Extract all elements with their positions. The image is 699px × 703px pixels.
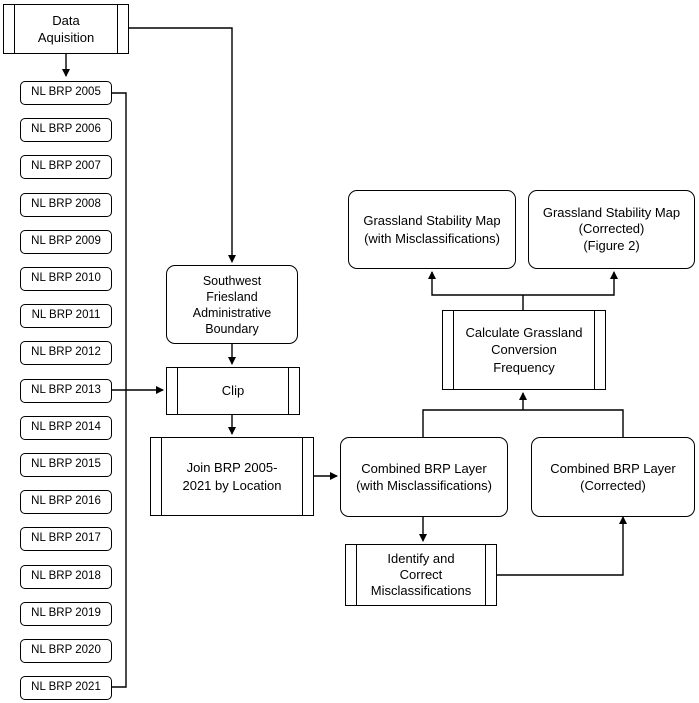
- brp-year-item: NL BRP 2013: [20, 379, 112, 403]
- map-misclass-label: Grassland Stability Map (with Misclassif…: [363, 213, 501, 246]
- arrow-identify-to-corrected: [497, 516, 627, 576]
- combined-corrected-label: Combined BRP Layer (Corrected): [550, 460, 676, 493]
- arrow-acquisition-to-boundary: [129, 27, 236, 263]
- brp-year-label: NL BRP 2008: [31, 198, 101, 211]
- brp-year-item: NL BRP 2018: [20, 565, 112, 589]
- brp-year-label: NL BRP 2007: [31, 160, 101, 173]
- brp-year-label: NL BRP 2020: [31, 644, 101, 657]
- data-acquisition-node: Data Aquisition: [3, 4, 129, 54]
- brp-year-label: NL BRP 2012: [31, 346, 101, 359]
- brp-year-item: NL BRP 2011: [20, 304, 112, 328]
- brp-year-label: NL BRP 2016: [31, 495, 101, 508]
- identify-correct-node: Identify and Correct Misclassifications: [345, 544, 497, 606]
- brp-year-item: NL BRP 2012: [20, 341, 112, 365]
- brp-year-item: NL BRP 2021: [20, 676, 112, 700]
- brp-year-label: NL BRP 2009: [31, 235, 101, 248]
- arrow-to-map-corrected: [523, 271, 618, 296]
- brp-year-label: NL BRP 2018: [31, 570, 101, 583]
- map-corrected-label: Grassland Stability Map (Corrected) (Fig…: [542, 205, 681, 253]
- brp-year-item: NL BRP 2020: [20, 639, 112, 663]
- calculate-node: Calculate Grassland Conversion Frequency: [442, 310, 606, 390]
- brp-year-item: NL BRP 2017: [20, 527, 112, 551]
- brp-year-item: NL BRP 2016: [20, 490, 112, 514]
- brp-year-item: NL BRP 2007: [20, 155, 112, 179]
- brp-year-item: NL BRP 2008: [20, 193, 112, 217]
- brp-year-label: NL BRP 2021: [31, 681, 101, 694]
- join-label: Join BRP 2005- 2021 by Location: [182, 460, 282, 493]
- map-misclass-node: Grassland Stability Map (with Misclassif…: [348, 190, 516, 269]
- brp-year-label: NL BRP 2010: [31, 272, 101, 285]
- brp-year-label: NL BRP 2011: [31, 309, 101, 322]
- data-acquisition-label: Data Aquisition: [37, 12, 95, 45]
- brp-year-label: NL BRP 2014: [31, 421, 101, 434]
- identify-correct-label: Identify and Correct Misclassifications: [370, 551, 472, 598]
- brp-year-label: NL BRP 2017: [31, 532, 101, 545]
- clip-node: Clip: [166, 367, 300, 415]
- brp-year-item: NL BRP 2009: [20, 230, 112, 254]
- brp-year-item: NL BRP 2014: [20, 416, 112, 440]
- brp-year-item: NL BRP 2005: [20, 81, 112, 105]
- brp-year-label: NL BRP 2005: [31, 86, 101, 99]
- brp-year-item: NL BRP 2019: [20, 602, 112, 626]
- map-corrected-node: Grassland Stability Map (Corrected) (Fig…: [528, 190, 695, 269]
- brp-year-item: NL BRP 2010: [20, 267, 112, 291]
- brp-year-label: NL BRP 2013: [31, 384, 101, 397]
- line-combined-misclass-up: [422, 409, 624, 437]
- combined-corrected-node: Combined BRP Layer (Corrected): [531, 437, 695, 517]
- arrow-to-map-misclass: [428, 271, 523, 296]
- brp-year-label: NL BRP 2006: [31, 123, 101, 136]
- brp-year-item: NL BRP 2015: [20, 453, 112, 477]
- boundary-node: Southwest Friesland Administrative Bound…: [166, 265, 298, 344]
- calculate-label: Calculate Grassland Conversion Frequency: [465, 325, 583, 375]
- combined-misclass-node: Combined BRP Layer (with Misclassificati…: [340, 437, 508, 517]
- brp-year-item: NL BRP 2006: [20, 118, 112, 142]
- combined-misclass-label: Combined BRP Layer (with Misclassificati…: [356, 460, 492, 493]
- join-node: Join BRP 2005- 2021 by Location: [150, 437, 314, 516]
- boundary-label: Southwest Friesland Administrative Bound…: [192, 273, 272, 336]
- brp-year-label: NL BRP 2015: [31, 458, 101, 471]
- clip-label: Clip: [221, 383, 245, 399]
- brp-year-label: NL BRP 2019: [31, 607, 101, 620]
